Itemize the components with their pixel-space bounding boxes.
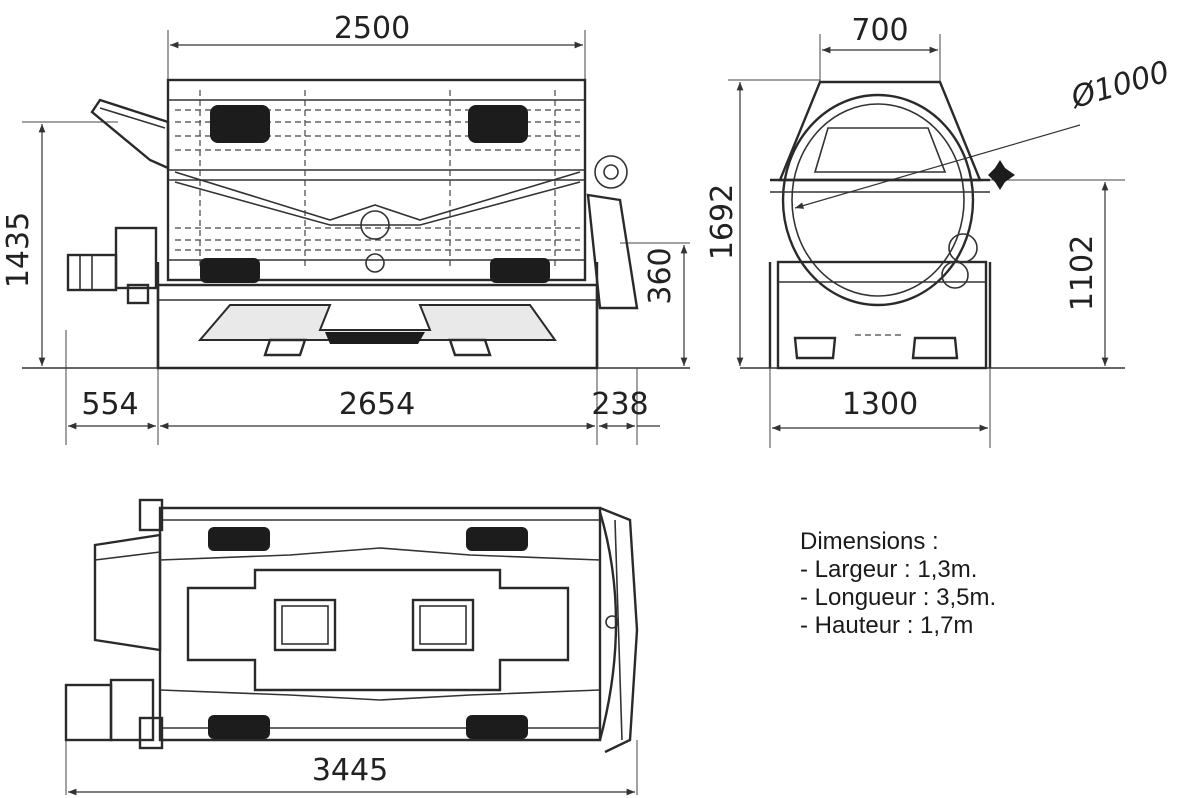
dim-label-3445: 3445 — [312, 753, 388, 788]
dim-label-1300: 1300 — [842, 387, 918, 422]
dim-label-diameter: Ø1000 — [1066, 54, 1174, 116]
notes-heading: Dimensions : — [800, 528, 939, 555]
note-width: - Largeur : 1,3m. — [800, 556, 978, 583]
dim-label-1435: 1435 — [1, 212, 36, 288]
dim-label-1102: 1102 — [1065, 235, 1100, 311]
dim-label-360: 360 — [643, 247, 678, 304]
dim-label-700: 700 — [851, 13, 908, 48]
note-height: - Hauteur : 1,7m — [800, 612, 974, 639]
dim-label-238: 238 — [591, 387, 648, 422]
side-machine-body — [768, 80, 1015, 370]
front-view: 2500 1435 360 554 2654 238 — [1, 11, 690, 445]
dimensions-notes: Dimensions : - Largeur : 1,3m. - Longueu… — [800, 528, 996, 640]
dim-label-1692: 1692 — [705, 184, 740, 260]
top-machine-body — [64, 498, 639, 754]
top-view: 3445 — [64, 498, 639, 796]
dim-label-554: 554 — [81, 387, 138, 422]
dim-label-2654: 2654 — [339, 387, 415, 422]
front-machine-body — [66, 78, 639, 370]
dim-label-2500: 2500 — [334, 11, 410, 46]
note-length: - Longueur : 3,5m. — [800, 584, 997, 611]
side-view: 700 Ø1000 1692 1102 1300 — [705, 13, 1173, 448]
